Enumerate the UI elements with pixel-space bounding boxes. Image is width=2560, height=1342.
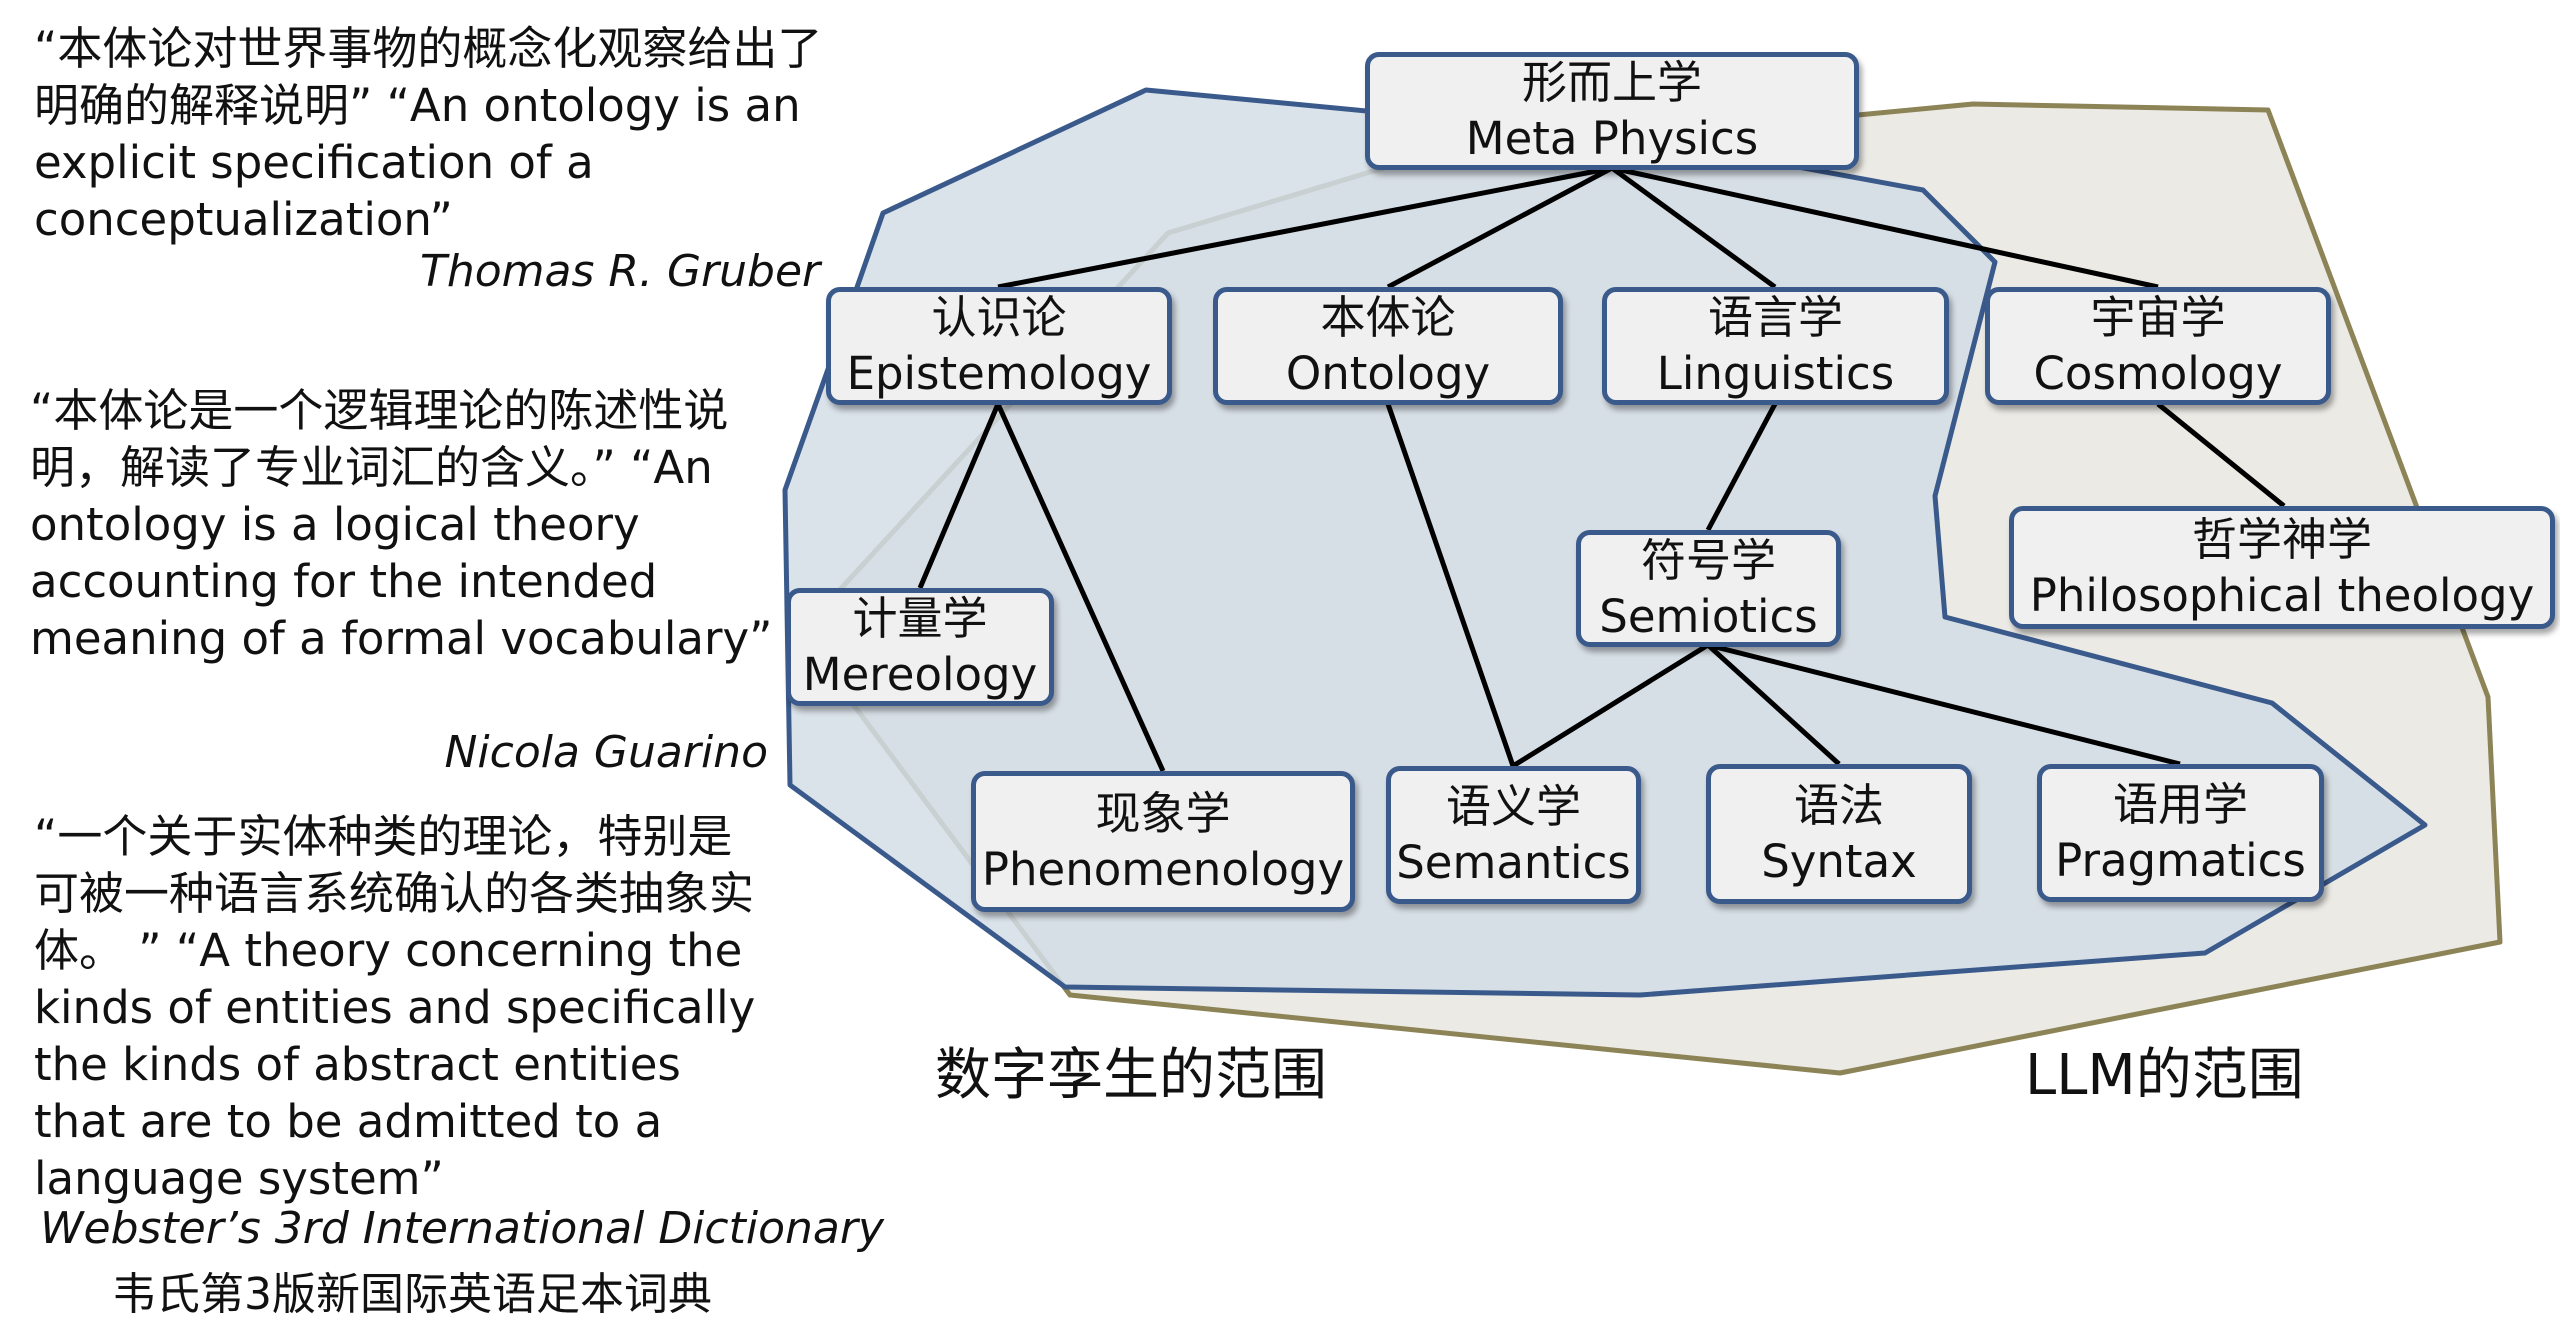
node-ontology-en: Ontology bbox=[1285, 347, 1491, 400]
node-linguistics: 语言学 Linguistics bbox=[1602, 287, 1949, 405]
node-mereology-cn: 计量学 bbox=[852, 592, 988, 645]
node-semantics: 语义学 Semantics bbox=[1386, 766, 1641, 904]
edge-metaphysics-ontology bbox=[1386, 165, 1614, 290]
node-phenomenology: 现象学 Phenomenology bbox=[971, 771, 1355, 912]
edge-epistemology-phenomenology bbox=[995, 402, 1166, 773]
quote-guarino-author: Nicola Guarino bbox=[444, 727, 769, 778]
edge-semiotics-pragmatics bbox=[1707, 642, 2181, 767]
node-syntax: 语法 Syntax bbox=[1706, 764, 1972, 904]
edge-epistemology-mereology bbox=[917, 403, 1001, 589]
node-semiotics: 符号学 Semiotics bbox=[1576, 530, 1841, 647]
node-mereology-en: Mereology bbox=[802, 648, 1038, 701]
node-epistemology-en: Epistemology bbox=[846, 347, 1152, 400]
quote-gruber-author: Thomas R. Gruber bbox=[420, 246, 821, 297]
node-ontology-cn: 本体论 bbox=[1320, 291, 1456, 344]
node-semiotics-en: Semiotics bbox=[1599, 589, 1818, 643]
node-cosmology-en: Cosmology bbox=[2033, 347, 2283, 400]
edge-semiotics-syntax bbox=[1706, 643, 1841, 766]
node-metaphysics-cn: 形而上学 bbox=[1521, 56, 1702, 109]
node-metaphysics: 形而上学 Meta Physics bbox=[1365, 52, 1859, 170]
node-cosmology: 宇宙学 Cosmology bbox=[1985, 287, 2331, 405]
node-semantics-cn: 语义学 bbox=[1445, 780, 1581, 833]
node-philosophical-theology: 哲学神学 Philosophical theology bbox=[2009, 506, 2555, 629]
node-syntax-cn: 语法 bbox=[1793, 779, 1884, 832]
quote-guarino: “本体论是一个逻辑理论的陈述性说明，解读了专业词汇的含义。” “An ontol… bbox=[30, 384, 773, 665]
node-pragmatics-en: Pragmatics bbox=[2055, 834, 2306, 887]
node-epistemology-cn: 认识论 bbox=[931, 291, 1067, 344]
edge-metaphysics-linguistics bbox=[1610, 165, 1777, 290]
node-linguistics-cn: 语言学 bbox=[1707, 291, 1843, 344]
edge-metaphysics-cosmology bbox=[1611, 165, 2159, 290]
node-philosophical-theology-en: Philosophical theology bbox=[2029, 568, 2535, 622]
node-ontology: 本体论 Ontology bbox=[1213, 287, 1563, 405]
edge-cosmology-philosophical-theology bbox=[2156, 402, 2286, 508]
node-cosmology-cn: 宇宙学 bbox=[2090, 291, 2226, 344]
node-phenomenology-cn: 现象学 bbox=[1095, 786, 1231, 840]
llm-scope-label: LLM的范围 bbox=[2025, 1043, 2304, 1108]
node-pragmatics: 语用学 Pragmatics bbox=[2037, 764, 2324, 902]
quote-gruber: “本体论对世界事物的概念化观察给出了明确的解释说明” “An ontology … bbox=[34, 22, 823, 246]
node-semantics-en: Semantics bbox=[1396, 836, 1631, 889]
node-metaphysics-en: Meta Physics bbox=[1465, 112, 1759, 165]
digital-twin-scope-label: 数字孪生的范围 bbox=[935, 1043, 1327, 1108]
quote-webster-author: Webster’s 3rd International Dictionary bbox=[40, 1203, 884, 1254]
edge-ontology-semantics bbox=[1385, 403, 1516, 767]
node-linguistics-en: Linguistics bbox=[1656, 347, 1895, 400]
node-mereology: 计量学 Mereology bbox=[786, 588, 1054, 706]
node-epistemology: 认识论 Epistemology bbox=[826, 287, 1172, 405]
edge-linguistics-semiotics bbox=[1705, 402, 1778, 532]
quote-webster: “一个关于实体种类的理论，特别是可被一种语言系统确认的各类抽象实体。 ” “A … bbox=[34, 810, 756, 1205]
node-phenomenology-en: Phenomenology bbox=[981, 842, 1345, 896]
node-syntax-en: Syntax bbox=[1761, 835, 1917, 888]
quote-webster-author-cn: 韦氏第3版新国际英语足本词典 bbox=[112, 1269, 712, 1320]
node-philosophical-theology-cn: 哲学神学 bbox=[2191, 512, 2372, 566]
edge-semiotics-semantics bbox=[1511, 642, 1710, 769]
edge-metaphysics-epistemology bbox=[997, 165, 1613, 290]
node-pragmatics-cn: 语用学 bbox=[2112, 778, 2248, 831]
node-semiotics-cn: 符号学 bbox=[1640, 533, 1776, 587]
